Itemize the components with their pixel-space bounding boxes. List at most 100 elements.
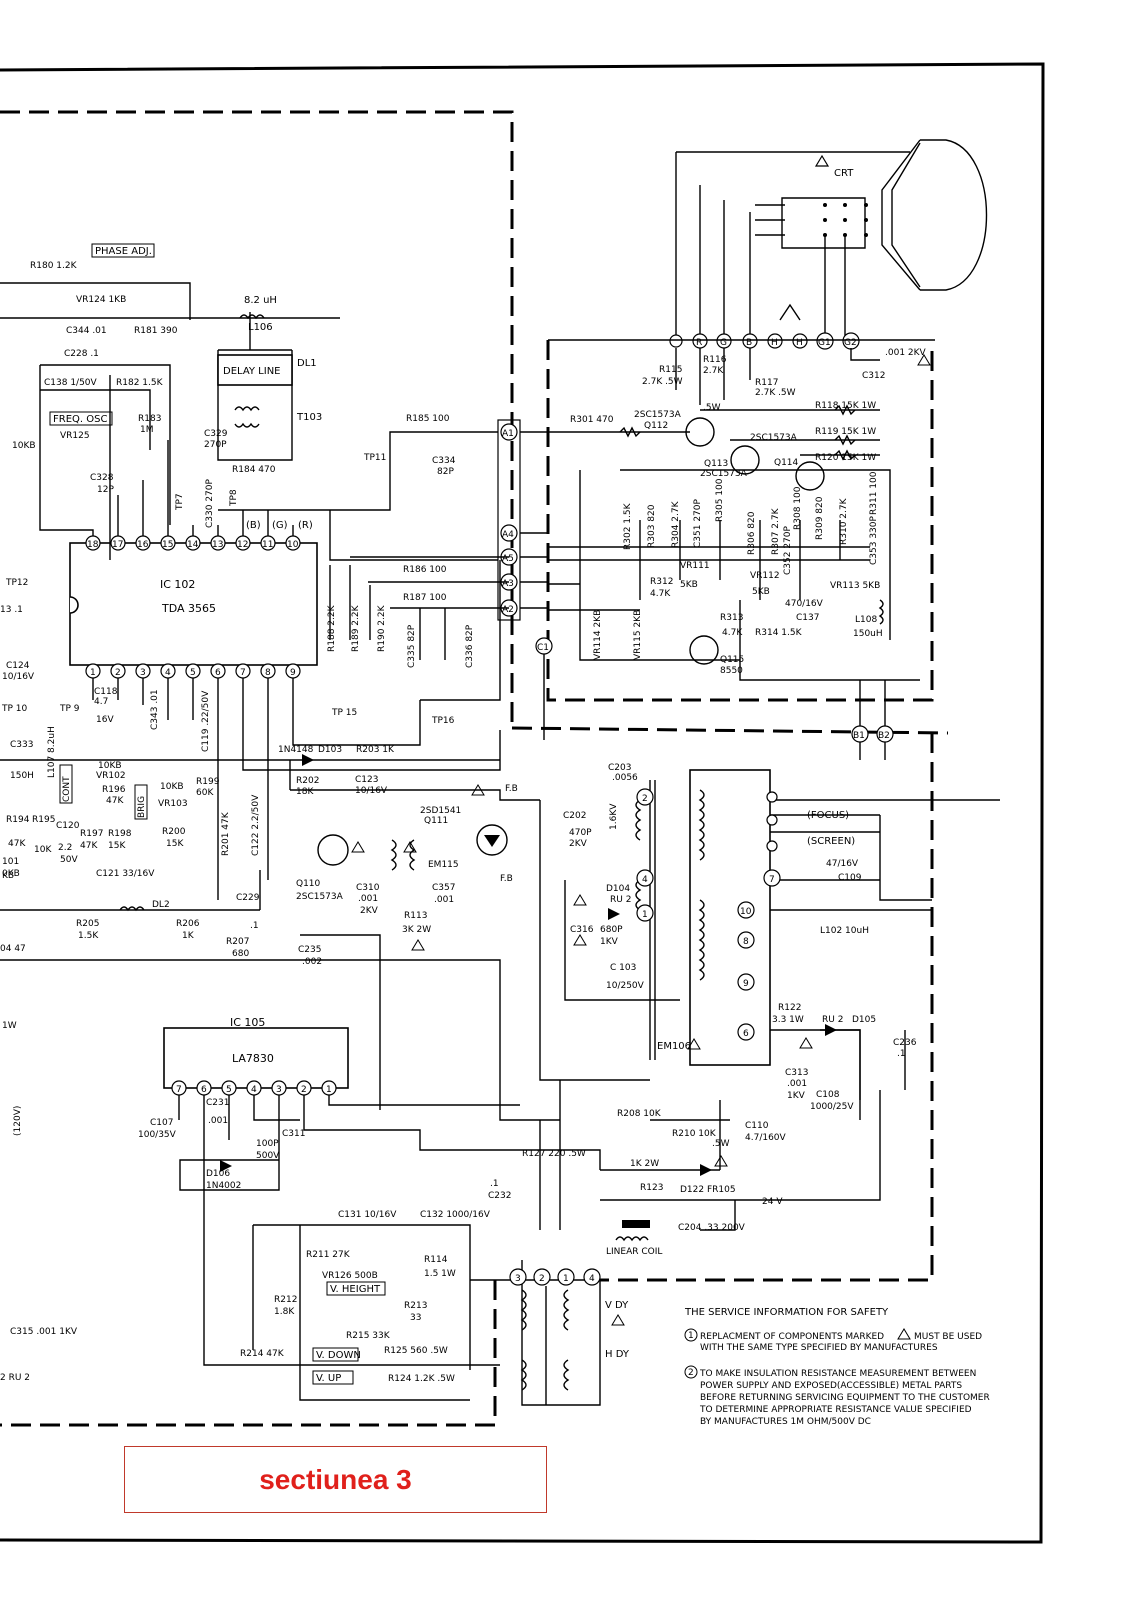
lbl-c310-val: .001 — [358, 894, 378, 904]
labels-video: R115 2.7K .5W R116 2.7K R117 2.7K .5W .5… — [570, 348, 927, 676]
fbt-pin-9: 9 — [743, 979, 749, 989]
safety-num-1: 1 — [688, 1331, 694, 1341]
outer-frame — [0, 62, 1045, 1544]
lbl-c120-v: 50V — [60, 855, 78, 865]
lbl-r312: R312 — [650, 577, 673, 587]
lbl-c236-val: .1 — [897, 1049, 906, 1059]
lbl-tp7: TP7 — [175, 493, 185, 511]
deflection-wiring — [0, 754, 1000, 1121]
lbl-c204: C204 .33 200V — [678, 1223, 746, 1233]
lbl-r211: R211 27K — [306, 1250, 351, 1260]
lbl-r212: R212 — [274, 1295, 297, 1305]
connectors: A1 A4 A5 A3 A2 C1 B1 B2 — [497, 419, 894, 760]
lbl-tp11: TP11 — [363, 453, 386, 463]
lbl-c235-val: .002 — [302, 957, 322, 967]
lbl-24v: 24 V — [762, 1197, 783, 1207]
focus-label: (FOCUS) — [807, 810, 849, 821]
lbl-r304: R304 2.7K — [671, 500, 681, 548]
lbl-13: 13 .1 — [0, 605, 23, 615]
lbl-c202-val: 470P — [569, 828, 592, 838]
lbl-c120: C120 — [56, 821, 80, 831]
ic102-pin-2: 2 — [115, 668, 121, 678]
lbl-d106: D106 — [206, 1169, 230, 1179]
lbl-c334: C334 — [432, 456, 456, 466]
crt-pins: R G B H H G1 G2 — [669, 332, 860, 350]
lbl-r205-val: 1.5K — [78, 931, 99, 941]
video-output-wiring — [548, 339, 935, 740]
lbl-r113-val: 3K 2W — [402, 925, 431, 935]
fbt-pin-10: 10 — [740, 907, 752, 917]
lbl-c236: C236 — [893, 1038, 917, 1048]
crt-pin-b: B — [746, 338, 752, 348]
lbl-r114: R114 — [424, 1255, 448, 1265]
t103-ref: T103 — [296, 412, 322, 423]
safety-item1-line1: REPLACMENT OF COMPONENTS MARKED — [700, 1332, 884, 1342]
lbl-tp16: TP16 — [431, 716, 455, 726]
lbl-c132: C132 1000/16V — [420, 1210, 491, 1220]
lbl-q115-part: 8550 — [720, 666, 743, 676]
lbl-c118-val: 4.7 — [94, 697, 108, 707]
lbl-r184: R184 470 — [232, 465, 276, 475]
fbt-pin-8: 8 — [743, 937, 749, 947]
lbl-r303: R303 820 — [647, 504, 657, 548]
yoke-pin-1: 1 — [563, 1274, 569, 1284]
lbl-c330: C330 270P — [205, 478, 215, 528]
fbt-pin-4: 4 — [642, 875, 648, 885]
ic102-pin-7: 7 — [240, 668, 246, 678]
lbl-dl2: DL2 — [152, 900, 170, 910]
lbl-c334-val: 82P — [437, 467, 454, 477]
lbl-c232: C232 — [488, 1191, 511, 1201]
fbt-pin-7: 7 — [769, 875, 775, 885]
lbl-r117-val: 2.7K .5W — [755, 388, 796, 398]
lbl-r116-val: 2.7K — [703, 366, 724, 376]
lbl-r194-val: 47K — [8, 839, 26, 849]
lbl-vr126: VR126 500B — [322, 1271, 378, 1281]
lbl-r208: R208 10K — [617, 1109, 662, 1119]
safety-title: THE SERVICE INFORMATION FOR SAFETY — [684, 1307, 889, 1318]
lbl-c312: C312 — [862, 371, 885, 381]
lbl-c353: C353 330P — [869, 515, 879, 565]
lbl-r116-w: .5W — [703, 403, 721, 413]
lbl-r196-val: 47K — [106, 796, 124, 806]
lbl-tp15: TP 15 — [331, 708, 357, 718]
lbl-1w: 1W — [2, 1021, 17, 1031]
lbl-d122: D122 FR105 — [680, 1185, 736, 1195]
ic102-pin-11: 11 — [262, 540, 273, 550]
lbl-q110: Q110 — [296, 879, 321, 889]
lbl-c228: C228 .1 — [64, 349, 99, 359]
lbl-04: 04 47 — [0, 944, 26, 954]
lbl-tp9: TP 9 — [59, 704, 80, 714]
ic102-signal-g: (G) — [272, 520, 288, 531]
ic102-part: TDA 3565 — [161, 602, 216, 615]
lbl-r202: R202 — [296, 776, 319, 786]
connector-b2: B2 — [878, 731, 890, 741]
ic102-signal-b: (B) — [246, 520, 261, 531]
lbl-r115-val: 2.7K .5W — [642, 377, 683, 387]
lbl-c103: C 103 — [610, 963, 636, 973]
ic105-pin-1: 1 — [326, 1085, 332, 1095]
lbl-c203-val: .0056 — [612, 773, 638, 783]
lbl-c311-v: 500V — [256, 1151, 280, 1161]
lbl-r210-w: .5W — [712, 1139, 730, 1149]
l106-ref: L106 — [248, 322, 273, 333]
safety-item2-line3: BEFORE RETURNING SERVICING EQUIPMENT TO … — [700, 1393, 990, 1403]
vertical-wiring — [178, 1024, 906, 1406]
lbl-r117: R117 — [755, 378, 778, 388]
ic102-pin-12: 12 — [237, 540, 248, 550]
lbl-c138: C138 1/50V — [44, 378, 98, 388]
crt-pin-r: R — [696, 338, 702, 348]
lbl-c311: C311 — [282, 1129, 305, 1139]
lbl-1n4148: 1N4148 — [278, 745, 314, 755]
yoke-pin-2: 2 — [539, 1274, 545, 1284]
lbl-c124-val: 10/16V — [2, 672, 35, 682]
lbl-vr111-val: 5KB — [680, 580, 698, 590]
lbl-c329-val: 270P — [204, 440, 227, 450]
lbl-r118: R118 15K 1W — [815, 401, 876, 411]
lbl-vr124: VR124 1KB — [76, 295, 126, 305]
lbl-c103-val: 10/250V — [606, 981, 645, 991]
lbl-c313-v: 1KV — [787, 1091, 806, 1101]
crt-pin-g: G — [720, 338, 727, 348]
ic102-pin-1: 1 — [90, 668, 96, 678]
lbl-c352: C352 270P — [783, 525, 793, 575]
lbl-r206: R206 — [176, 919, 200, 929]
